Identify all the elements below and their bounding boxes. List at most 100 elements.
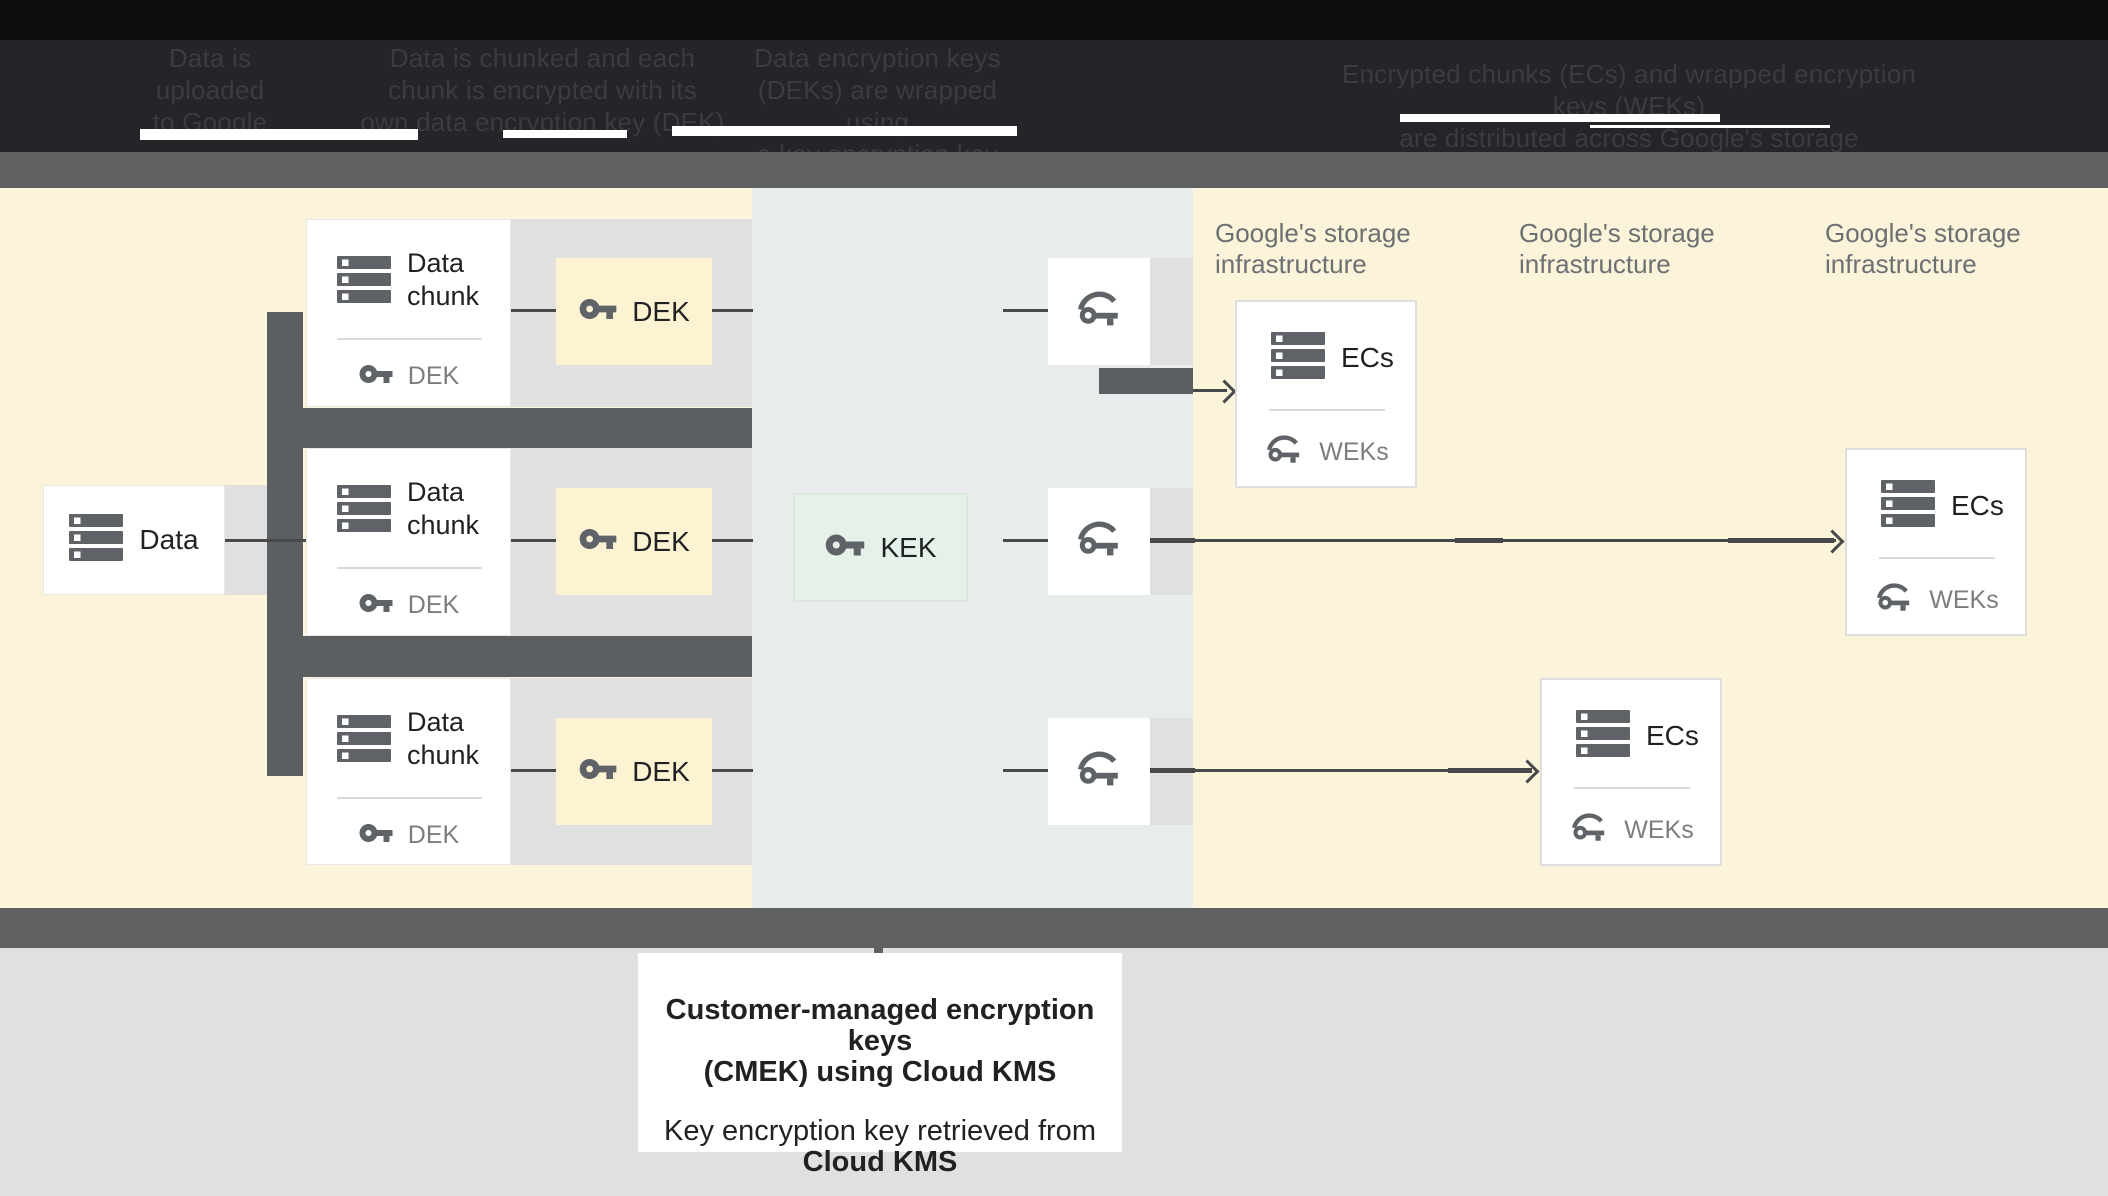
- arrow-line-segment: [1150, 538, 1195, 543]
- dek-box: DEK: [556, 258, 712, 365]
- storage-icon: [1576, 710, 1630, 763]
- wrapped-key-box: [1048, 718, 1150, 825]
- connector-line: [225, 539, 306, 542]
- data-chunk-label: Data chunk: [407, 707, 480, 770]
- wrapped-key-icon: [1073, 745, 1125, 798]
- key-icon: [358, 356, 394, 397]
- data-chunk-label: Data chunk: [407, 477, 480, 540]
- storage-icon: [337, 715, 391, 768]
- storage-icon: [337, 256, 391, 309]
- arrow-line: [1150, 769, 1532, 772]
- weks-label: WEKs: [1624, 815, 1694, 844]
- dek-label: DEK: [632, 755, 690, 787]
- storage-infra-label: Google's storage infrastructure: [1519, 218, 1779, 280]
- weks-row: WEKs: [1542, 804, 1720, 856]
- chunk-dek-row: DEK: [307, 581, 510, 629]
- header-highlight-bar: [672, 126, 1017, 136]
- ecs-box: ECs WEKs: [1540, 678, 1722, 866]
- key-icon: [578, 289, 618, 334]
- connector-line: [712, 539, 753, 542]
- note-connector-nub: [874, 944, 883, 957]
- chunk-dek-row: DEK: [307, 811, 510, 859]
- caption-upload: Data is uploaded to Google: [95, 42, 325, 138]
- chunk-dek-label: DEK: [407, 590, 460, 619]
- chunk-dek-label: DEK: [407, 820, 460, 849]
- data-label: Data: [139, 524, 199, 555]
- storage-infra-label: Google's storage infrastructure: [1215, 218, 1475, 280]
- key-icon: [578, 519, 618, 564]
- connector-line: [1003, 769, 1048, 772]
- arrowhead-icon: [1212, 379, 1237, 404]
- connector-line: [1003, 539, 1048, 542]
- connector-line: [712, 309, 753, 312]
- storage-icon: [1881, 480, 1935, 533]
- key-icon: [578, 749, 618, 794]
- dek-box: DEK: [556, 718, 712, 825]
- row-connector-bar: [267, 408, 752, 448]
- bottom-separator-band: [0, 908, 2108, 948]
- storage-icon: [1271, 332, 1325, 385]
- caption-line: Data is chunked and each: [389, 43, 696, 73]
- note-title-line: (CMEK) using Cloud KMS: [703, 1056, 1057, 1088]
- arrow-line: [1193, 389, 1227, 392]
- connector-line: [712, 769, 753, 772]
- chunk-dek-label: DEK: [407, 361, 460, 390]
- divider: [1574, 787, 1690, 789]
- caption-line: Encrypted chunks (ECs) and wrapped encry…: [1341, 59, 1917, 121]
- caption-line: (DEKs) are wrapped using: [757, 75, 998, 137]
- ecs-box: ECs WEKs: [1845, 448, 2027, 636]
- caption-line: chunk is encrypted with its: [388, 75, 697, 105]
- ecs-box: ECs WEKs: [1235, 300, 1417, 488]
- arrow-line-segment: [1455, 538, 1503, 543]
- key-icon: [358, 585, 394, 626]
- diagram-canvas: Google's storage infrastructure Google's…: [0, 188, 2108, 908]
- dek-label: DEK: [632, 295, 690, 327]
- caption-line: Data encryption keys: [754, 43, 1001, 73]
- connector-line: [511, 769, 556, 772]
- header-highlight-bar: [1400, 114, 1720, 122]
- key-icon: [358, 815, 394, 856]
- wrapped-key-box: [1048, 488, 1150, 595]
- note-body-line: Key encryption key retrieved from: [664, 1115, 1096, 1147]
- wrapped-key-box: [1048, 258, 1150, 365]
- key-connector-band: [1150, 258, 1193, 365]
- data-chunk-card: Data chunk DEK: [306, 448, 511, 636]
- header-highlight-bar: [1590, 125, 1830, 128]
- storage-infra-line: infrastructure: [1825, 249, 1977, 279]
- data-chunk-card: Data chunk DEK: [306, 678, 511, 865]
- storage-infra-line: infrastructure: [1215, 249, 1367, 279]
- kek-label: KEK: [880, 531, 937, 563]
- note-body-line: Cloud KMS: [802, 1146, 958, 1178]
- connector-line: [1003, 309, 1048, 312]
- weks-label: WEKs: [1929, 585, 1999, 614]
- data-chunk-label: Data chunk: [407, 248, 480, 311]
- wrapped-key-icon: [1263, 430, 1305, 474]
- arrow-line-segment: [1150, 768, 1195, 773]
- storage-icon: [69, 513, 124, 567]
- divider: [337, 338, 482, 340]
- divider: [1879, 557, 1995, 559]
- wek-connector-bar: [1099, 368, 1193, 394]
- weks-label: WEKs: [1319, 437, 1389, 466]
- weks-row: WEKs: [1237, 426, 1415, 478]
- wrapped-key-icon: [1873, 578, 1915, 622]
- kek-box: KEK: [793, 493, 968, 602]
- connector-line: [511, 539, 556, 542]
- key-icon: [824, 524, 866, 571]
- caption-line: Data is: [168, 43, 252, 73]
- legend-note-box: Customer-managed encryption keys (CMEK) …: [638, 953, 1122, 1178]
- data-box: Data: [43, 485, 225, 595]
- arrowhead-icon: [1820, 529, 1845, 554]
- wrapped-key-icon: [1073, 285, 1125, 338]
- wrapped-key-icon: [1073, 515, 1125, 568]
- arrow-line-segment: [1728, 538, 1834, 543]
- wrapped-key-icon: [1568, 808, 1610, 852]
- note-spacer: [638, 1088, 1122, 1116]
- note-title-line: Customer-managed encryption keys: [665, 994, 1095, 1057]
- ecs-label: ECs: [1341, 342, 1394, 373]
- divider: [1269, 409, 1385, 411]
- row-connector-bar: [267, 636, 752, 677]
- dek-label: DEK: [632, 525, 690, 557]
- data-chunk-card: Data chunk DEK: [306, 219, 511, 407]
- connector-line: [511, 309, 556, 312]
